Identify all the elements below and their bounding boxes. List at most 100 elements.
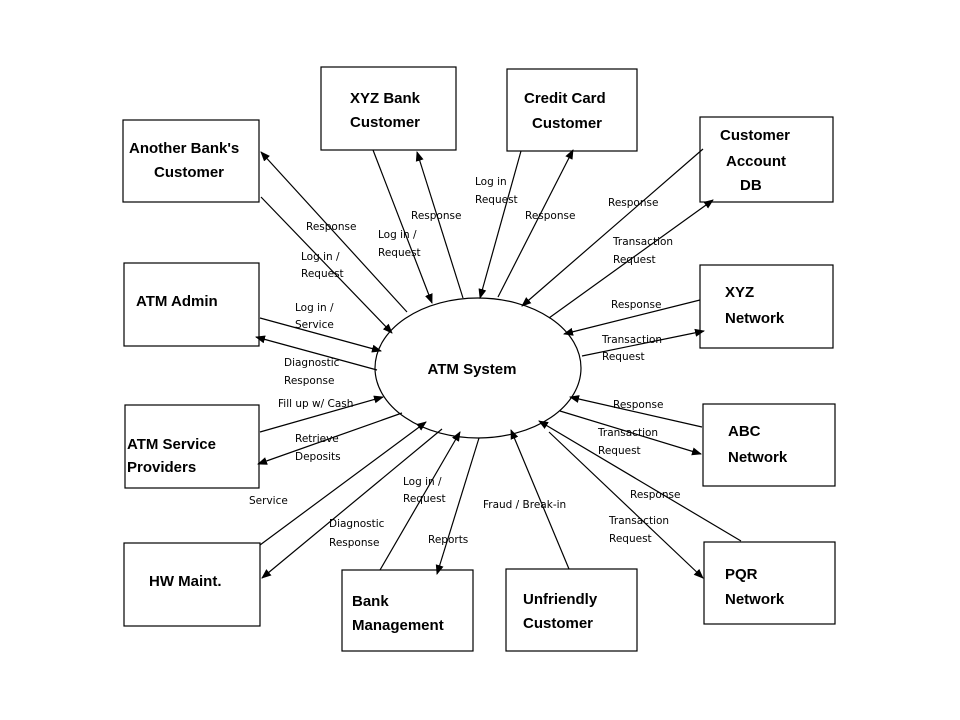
svg-text:Response: Response (630, 489, 680, 501)
atm-admin-box (123, 262, 260, 347)
arrow-another-response (260, 151, 408, 313)
svg-text:Service: Service (249, 495, 288, 507)
flow-label-abc-response: Response (613, 399, 663, 411)
svg-text:Diagnostic: Diagnostic (329, 518, 385, 530)
svg-text:DB: DB (740, 177, 762, 194)
svg-text:Response: Response (284, 375, 334, 387)
flow-label-hw-diag: Diagnostic Response (329, 518, 385, 549)
svg-text:Customer: Customer (523, 615, 593, 632)
arrow-cc-login (478, 150, 522, 299)
arrow-cc-response (497, 149, 574, 298)
svg-text:Transaction: Transaction (597, 427, 658, 439)
svg-text:Transaction: Transaction (601, 334, 662, 346)
xyz-bank-customer-label: XYZ Bank Customer (350, 90, 421, 131)
hw-maint-box (123, 542, 261, 627)
svg-text:Log in /: Log in / (378, 229, 417, 241)
svg-text:Log in /: Log in / (301, 251, 340, 263)
arrow-pqr-transaction (548, 431, 704, 579)
atm-admin-label: ATM Admin (136, 293, 218, 310)
svg-text:Response: Response (611, 299, 661, 311)
atm-service-providers-box (124, 404, 260, 489)
another-bank-customer-box (122, 119, 260, 203)
svg-text:Request: Request (301, 268, 344, 280)
abc-network-label: ABC Network (728, 423, 788, 466)
arrow-abc-transaction (559, 410, 702, 456)
svg-text:XYZ: XYZ (725, 284, 754, 301)
svg-text:Customer: Customer (720, 127, 790, 144)
flow-label-xyznet-transaction: Transaction Request (601, 334, 662, 363)
flow-label-db-transaction: Transaction Request (612, 236, 673, 266)
svg-text:Retrieve: Retrieve (295, 433, 339, 445)
flow-label-cc-login: Log in Request (475, 176, 518, 206)
svg-text:Providers: Providers (127, 459, 196, 476)
flow-label-xyznet-response: Response (611, 299, 661, 311)
flow-label-pqr-response: Response (630, 489, 680, 501)
flow-label-mgmt-login: Log in / Request (403, 476, 446, 505)
svg-text:Request: Request (598, 445, 641, 457)
arrow-svc-fill (259, 395, 384, 433)
arrow-xyznet-transaction (581, 328, 705, 357)
arrow-mgmt-login (379, 431, 461, 571)
arrow-db-response (521, 148, 704, 307)
svg-text:Network: Network (725, 591, 785, 608)
flow-label-another-login: Log in / Request (301, 251, 344, 280)
flow-label-cc-response: Response (525, 210, 575, 222)
svg-text:Fraud / Break-in: Fraud / Break-in (483, 499, 566, 511)
atm-system-process (374, 297, 582, 439)
arrow-pqr-response (538, 420, 742, 542)
credit-card-customer-box (506, 68, 638, 152)
arrow-xyz-login (372, 149, 433, 304)
unfriendly-customer-label: Unfriendly Customer (523, 591, 598, 632)
svg-text:Request: Request (403, 493, 446, 505)
svg-text:Transaction: Transaction (612, 236, 673, 248)
arrow-admin-login (259, 317, 382, 353)
svg-text:Customer: Customer (154, 164, 224, 181)
arrow-xyz-response (415, 151, 464, 299)
credit-card-customer-label: Credit Card Customer (524, 90, 606, 132)
svg-text:PQR: PQR (725, 566, 758, 583)
hw-maint-label: HW Maint. (149, 573, 222, 590)
svg-text:XYZ Bank: XYZ Bank (350, 90, 421, 107)
svg-text:Log in: Log in (475, 176, 507, 188)
atm-service-providers-label: ATM Service Providers (127, 436, 216, 476)
svg-text:Fill up w/ Cash: Fill up w/ Cash (278, 398, 353, 410)
customer-account-db-box (699, 116, 834, 203)
pqr-network-box (703, 541, 836, 625)
flow-label-unfriendly-fraud: Fraud / Break-in (483, 499, 566, 511)
svg-text:Response: Response (608, 197, 658, 209)
xyz-network-label: XYZ Network (725, 284, 785, 327)
xyz-bank-customer-box (320, 66, 457, 151)
svg-text:Deposits: Deposits (295, 451, 341, 463)
svg-text:Credit Card: Credit Card (524, 90, 606, 107)
svg-text:ATM Admin: ATM Admin (136, 293, 218, 310)
flow-label-db-response: Response (608, 197, 658, 209)
svg-text:Request: Request (613, 254, 656, 266)
svg-text:Log in /: Log in / (295, 302, 334, 314)
arrow-hw-diag (261, 428, 443, 579)
svg-text:Response: Response (525, 210, 575, 222)
flow-label-xyz-response: Response (411, 210, 461, 222)
bank-management-box (341, 569, 474, 652)
svg-text:Log in /: Log in / (403, 476, 442, 488)
svg-text:Response: Response (411, 210, 461, 222)
svg-text:Another Bank's: Another Bank's (129, 140, 239, 157)
flow-label-svc-retrieve: Retrieve Deposits (295, 433, 341, 463)
svg-text:Customer: Customer (532, 115, 602, 132)
svg-text:Reports: Reports (428, 534, 468, 546)
flow-label-hw-service: Service (249, 495, 288, 507)
arrow-xyznet-response (563, 299, 701, 336)
svg-text:Response: Response (329, 537, 379, 549)
xyz-network-box (699, 264, 834, 349)
svg-text:ATM Service: ATM Service (127, 436, 216, 453)
arrow-abc-response (569, 395, 703, 428)
arrow-another-login (260, 196, 393, 334)
flow-label-admin-diag: Diagnostic Response (284, 357, 340, 387)
flow-label-svc-fill: Fill up w/ Cash (278, 398, 353, 410)
flow-label-abc-transaction: Transaction Request (597, 427, 658, 457)
svg-text:Account: Account (726, 153, 786, 170)
arrow-unfriendly-fraud (510, 429, 570, 570)
svg-text:Request: Request (609, 533, 652, 545)
another-bank-customer-label: Another Bank's Customer (129, 140, 239, 181)
flow-label-xyz-login: Log in / Request (378, 229, 421, 259)
